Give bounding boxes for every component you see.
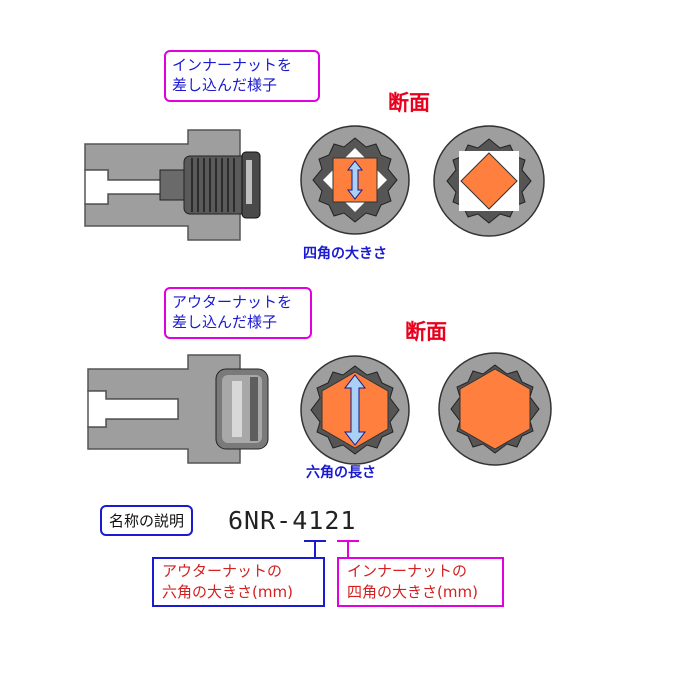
callout-line-2: 差し込んだ様子: [172, 76, 278, 94]
outer-size-description: アウターナットの 六角の大きさ(mm): [152, 557, 325, 607]
socket-side-view-outer: [87, 354, 269, 464]
cross-section-hex-arrow: [300, 355, 410, 465]
hex-length-arrow: [343, 374, 367, 446]
cross-section-hex: [438, 352, 552, 466]
cross-section-title-2: 断面: [405, 320, 447, 344]
outer-desc-line-2: 六角の大きさ(mm): [162, 583, 293, 601]
outer-bracket: [304, 540, 326, 558]
callout-line-1: インナーナットを: [172, 56, 293, 74]
square-size-label: 四角の大きさ: [303, 246, 387, 262]
socket-side-view-inner: [84, 129, 261, 241]
code-outer-size: 41: [292, 506, 325, 535]
inner-desc-line-2: 四角の大きさ(mm): [347, 583, 478, 601]
square-size-arrow: [346, 160, 364, 200]
product-code: 6NR-4121: [228, 506, 356, 535]
cross-section-title-1: 断面: [388, 91, 430, 115]
hex-length-label: 六角の長さ: [306, 465, 376, 481]
inner-desc-line-1: インナーナットの: [347, 562, 468, 580]
callout-line-1: アウターナットを: [172, 293, 293, 311]
legend-title-box: 名称の説明: [100, 505, 194, 536]
cross-section-square-diamond: [433, 125, 545, 237]
code-inner-size: 21: [324, 506, 357, 535]
outer-desc-line-1: アウターナットの: [162, 562, 283, 580]
cross-section-square-arrow: [300, 125, 410, 235]
inner-bracket: [337, 540, 359, 558]
inner-size-description: インナーナットの 四角の大きさ(mm): [337, 557, 504, 607]
callout-line-2: 差し込んだ様子: [172, 313, 278, 331]
code-prefix: 6NR-: [228, 506, 293, 535]
inner-nut-callout: インナーナットを 差し込んだ様子: [164, 50, 320, 102]
outer-nut-callout: アウターナットを 差し込んだ様子: [164, 287, 312, 339]
